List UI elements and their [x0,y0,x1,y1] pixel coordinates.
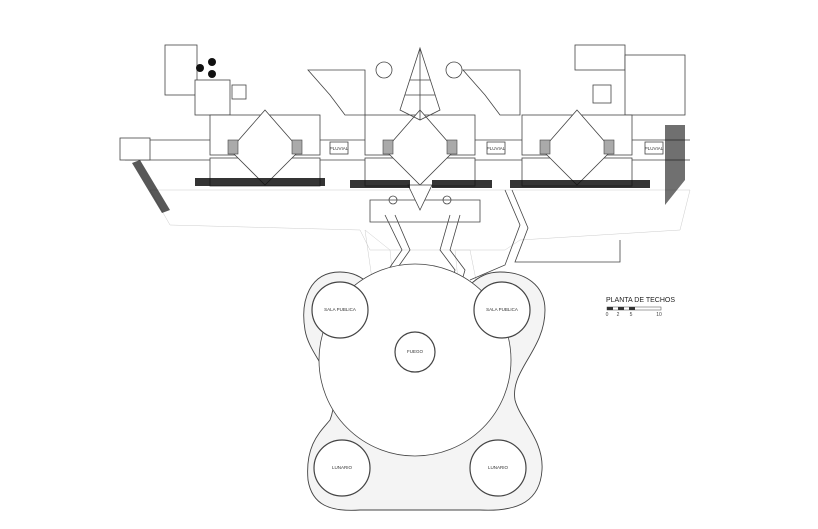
pluvial-label: PLUVIAL [645,146,664,151]
tower-structure [399,46,441,121]
lunario-right-label: LUNARIO [488,465,509,470]
pluvial-label: PLUVIAL [487,146,506,151]
cluster-right [521,109,633,187]
sala-publica-right-label: SALA PUBLICA [486,307,518,312]
drawing-title: PLANTA DE TECHOS [606,297,675,304]
drawing-title-block: PLANTA DE TECHOS 0 2 5 10 [606,297,676,318]
lunario-left-label: LUNARIO [332,465,353,470]
fuego-label: FUEGO [407,349,424,354]
scale-bar: 0 2 5 10 [606,306,662,318]
scale-tick: 2 [617,312,620,318]
scale-tick: 0 [606,312,609,318]
main-building-roofs [119,44,690,211]
walkways [369,189,621,306]
sala-publica-left-label: SALA PUBLICA [324,307,356,312]
scale-tick: 5 [630,312,633,318]
pluvial-labels: PLUVIAL PLUVIAL PLUVIAL [329,141,664,155]
scale-tick: 10 [656,312,662,318]
plaza: SALA PUBLICA SALA PUBLICA FUEGO LUNARIO … [303,263,546,511]
cluster-center [364,69,521,187]
pluvial-label: PLUVIAL [330,146,349,151]
vegetation [132,58,685,213]
cluster-left [209,69,366,187]
